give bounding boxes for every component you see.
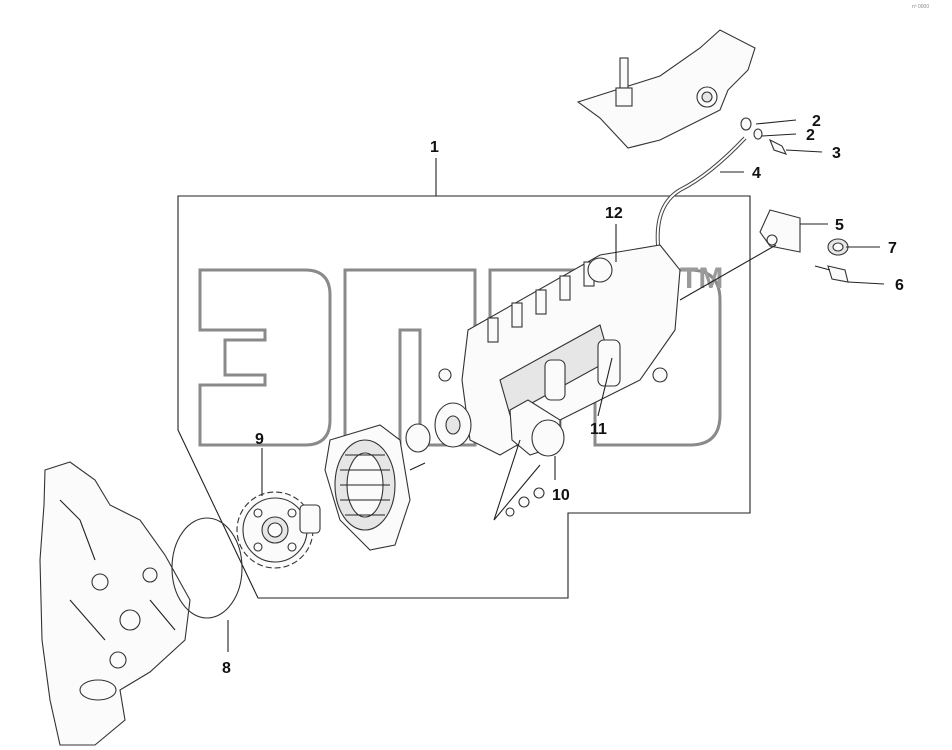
callout-2b: 2 [806, 127, 815, 144]
timer-housing [324, 424, 426, 551]
callout-3: 3 [832, 145, 841, 162]
callout-labels: 1 2 2 3 4 5 6 7 8 9 10 11 12 [222, 113, 904, 677]
callout-10: 10 [552, 487, 570, 504]
leader-lines [227, 119, 885, 652]
injection-pump [438, 244, 681, 456]
mounting-bracket [576, 29, 756, 149]
pump-drive-flange [405, 402, 472, 453]
callout-12: 12 [605, 205, 623, 222]
callout-1: 1 [430, 139, 439, 156]
callout-8: 8 [222, 660, 231, 677]
bracket-plate [759, 209, 801, 253]
engine-block [39, 461, 191, 746]
callout-7: 7 [888, 240, 897, 257]
drive-gear [236, 491, 321, 569]
nut-part [827, 238, 849, 256]
callout-5: 5 [835, 217, 844, 234]
bolt-part [814, 265, 849, 283]
filter-cap [493, 399, 565, 521]
callout-9: 9 [255, 431, 264, 448]
assembly-boundary [177, 195, 751, 599]
fuel-hose-inner [656, 137, 746, 246]
callout-6: 6 [895, 277, 904, 294]
callout-2a: 2 [812, 113, 821, 130]
corner-mark: nº 0000 [912, 4, 929, 10]
trademark-symbol: TM [680, 262, 723, 295]
callout-11: 11 [590, 421, 607, 438]
washer-bolt-group [740, 117, 788, 155]
gasket-ring [171, 517, 243, 619]
fuel-hose [655, 136, 747, 246]
callout-4: 4 [752, 165, 761, 182]
